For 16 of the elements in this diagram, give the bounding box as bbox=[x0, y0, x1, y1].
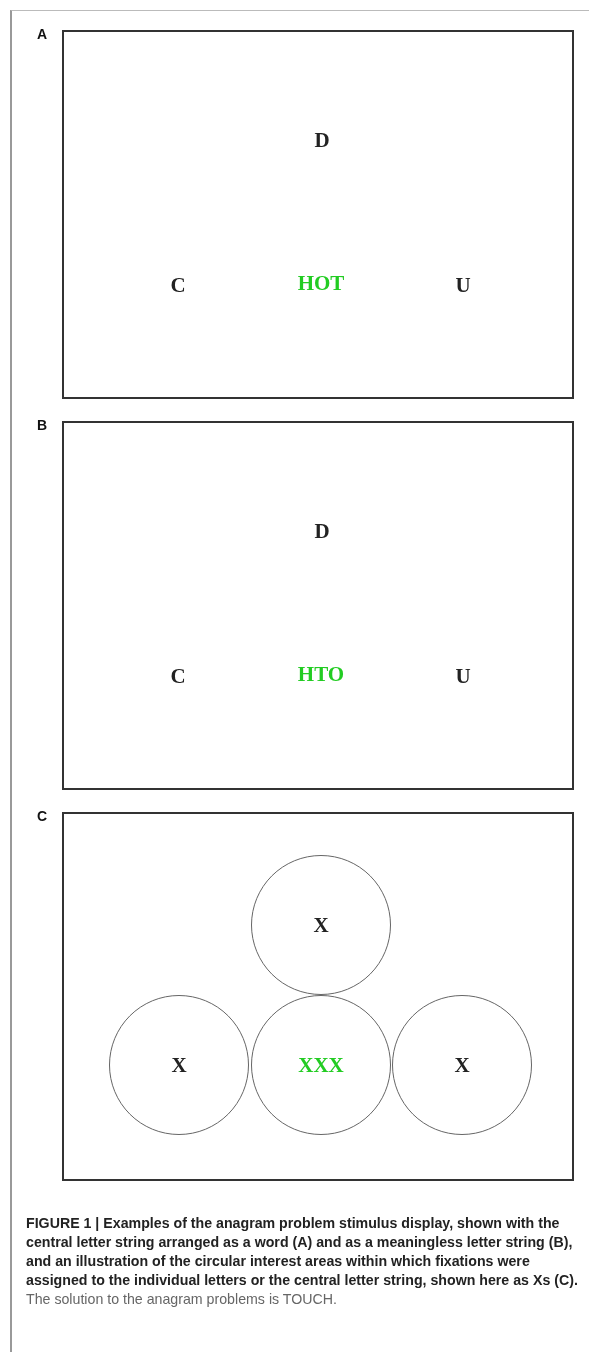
letter: U bbox=[455, 663, 471, 689]
letter: C bbox=[170, 272, 186, 298]
letter: X bbox=[313, 912, 329, 938]
panel-letter: A bbox=[37, 26, 48, 42]
letter-string: XXX bbox=[298, 1052, 344, 1078]
letter: C bbox=[170, 663, 186, 689]
figure-caption: FIGURE 1 | Examples of the anagram problem stimulus display, shown with the central letter string arranged as a word (A) and as a meaningless letter string (B), and an illustration of the circular interest areas within which fixations were assigned to the individual letters or the central letter string, shown here as Xs (C). The solution to the anagram problems is TOUCH. bbox=[26, 1214, 579, 1309]
letter: D bbox=[314, 518, 330, 544]
letter: X bbox=[171, 1052, 187, 1078]
letter: U bbox=[455, 272, 471, 298]
panel-letter: C bbox=[37, 808, 48, 824]
letter-string: HOT bbox=[297, 270, 345, 296]
panel-letter: B bbox=[37, 417, 48, 433]
letter-string: HTO bbox=[297, 661, 345, 687]
letter: D bbox=[314, 127, 330, 153]
letter: X bbox=[454, 1052, 470, 1078]
